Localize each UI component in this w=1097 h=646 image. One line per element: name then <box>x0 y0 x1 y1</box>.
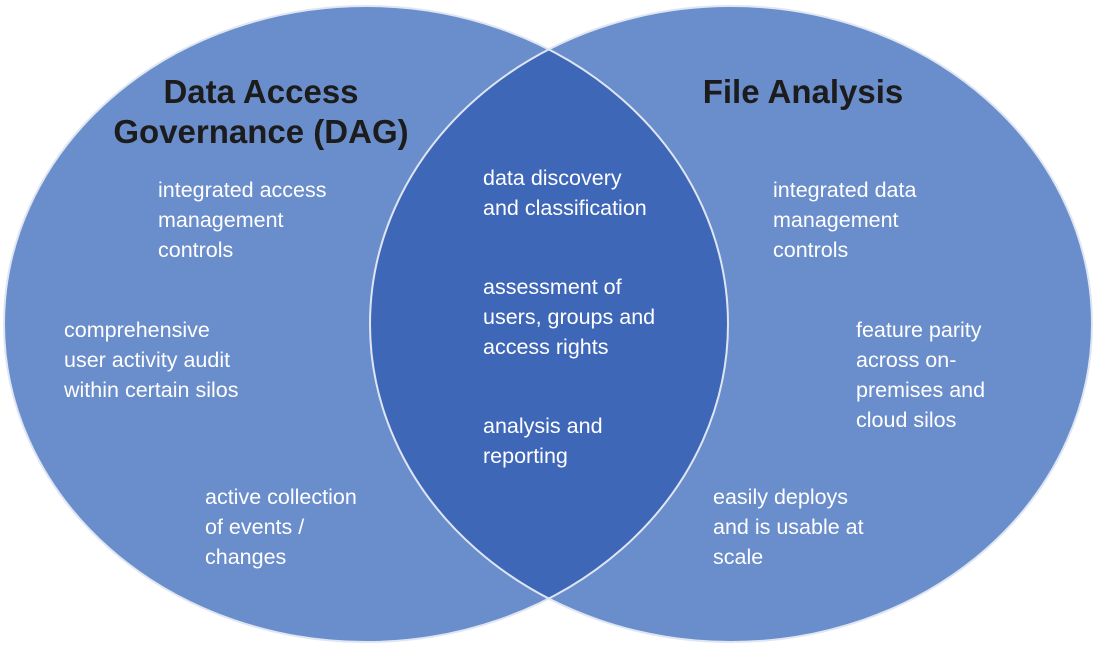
overlap-item-assessment: assessment of users, groups and access r… <box>483 275 656 359</box>
right-circle-title: File Analysis <box>702 73 904 110</box>
overlap-item-discovery: data discovery and classification <box>483 166 647 220</box>
left-item-access-controls: integrated access management controls <box>158 178 327 262</box>
overlap-item-reporting: analysis and reporting <box>483 414 603 468</box>
right-circle-outline <box>369 5 1093 643</box>
overlap-region <box>370 6 728 642</box>
left-circle-title: Data Access Governance (DAG) <box>113 73 409 151</box>
left-item-activity-audit: comprehensive user activity audit within… <box>64 318 239 402</box>
right-item-feature-parity: feature parity across on- premises and c… <box>856 318 986 432</box>
left-circle-outline <box>3 5 729 643</box>
right-item-scale: easily deploys and is usable at scale <box>713 485 864 569</box>
right-item-data-controls: integrated data management controls <box>773 178 917 262</box>
left-item-event-collection: active collection of events / changes <box>205 485 357 569</box>
